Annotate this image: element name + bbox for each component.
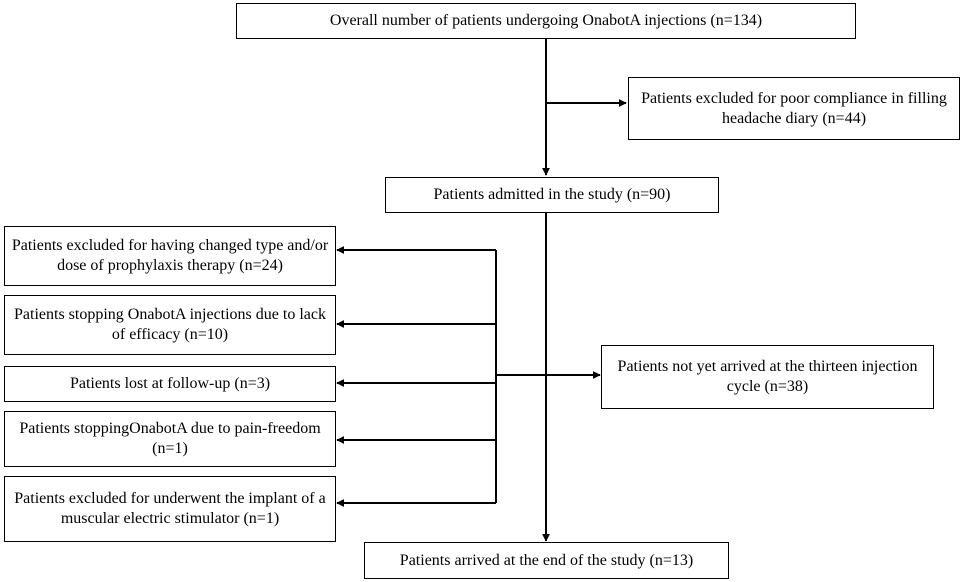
box-excluded-stimulator: Patients excluded for underwent the impl… [4, 476, 336, 542]
box-stopped-painfree: Patients stoppingOnabotA due to pain-fre… [4, 411, 336, 467]
box-not-arrived-text: Patients not yet arrived at the thirteen… [617, 358, 918, 395]
box-arrived-end-text: Patients arrived at the end of the study… [399, 551, 694, 569]
box-excluded-prophylaxis: Patients excluded for having changed typ… [4, 226, 336, 286]
box-lost-followup-text: Patients lost at follow-up (n=3) [69, 375, 271, 392]
box-not-arrived: Patients not yet arrived at the thirteen… [601, 345, 934, 409]
box-excluded-diary: Patients excluded for poor compliance in… [628, 77, 960, 140]
box-excluded-diary-text: Patients excluded for poor compliance in… [641, 89, 947, 127]
box-stopped-efficacy-text: Patients stopping OnabotA injections due… [14, 306, 326, 343]
box-excluded-prophylaxis-text: Patients excluded for having changed typ… [11, 237, 329, 274]
box-total-patients-text: Overall number of patients undergoing On… [329, 12, 763, 29]
box-stopped-painfree-text: Patients stoppingOnabotA due to pain-fre… [19, 420, 321, 457]
box-arrived-end: Patients arrived at the end of the study… [364, 542, 729, 579]
box-admitted: Patients admitted in the study (n=90) [385, 177, 719, 213]
box-excluded-stimulator-text: Patients excluded for underwent the impl… [14, 490, 326, 527]
box-stopped-efficacy: Patients stopping OnabotA injections due… [4, 295, 336, 355]
box-lost-followup: Patients lost at follow-up (n=3) [4, 366, 336, 402]
box-total-patients: Overall number of patients undergoing On… [236, 3, 856, 39]
box-admitted-text: Patients admitted in the study (n=90) [433, 186, 671, 203]
